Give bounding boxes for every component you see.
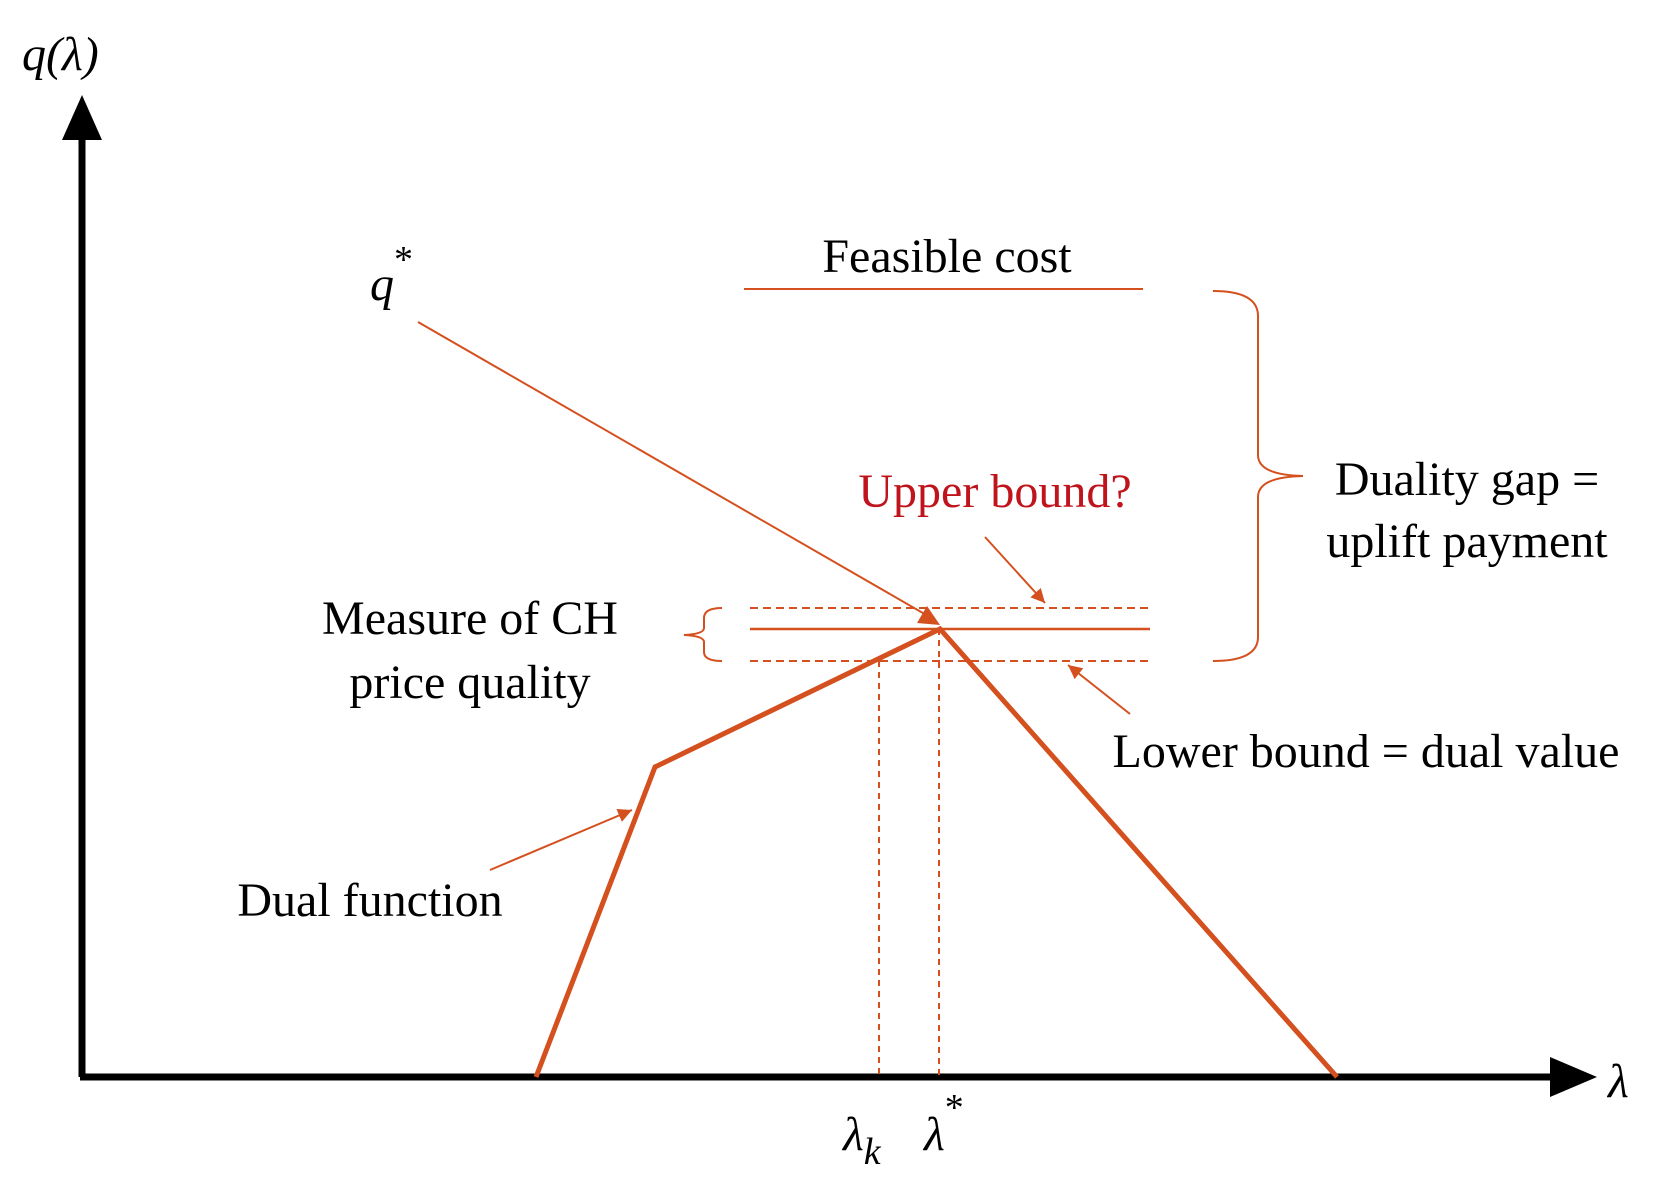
feasible-cost-label: Feasible cost (822, 230, 1072, 283)
upper-bound-arrow (984, 536, 1046, 604)
lower-bound-arrow (1067, 664, 1131, 715)
lambda-star-label: λ* (922, 1087, 964, 1161)
dual-function-label: Dual function (237, 874, 502, 927)
q-star-label: q* (370, 239, 413, 311)
duality-gap-label-line1: Duality gap = (1335, 453, 1599, 506)
q-star-arrowhead (917, 606, 940, 625)
dual-function-curve (533, 625, 1339, 1079)
y-axis-label: q(λ) (22, 28, 99, 81)
measure-label-line2: price quality (349, 656, 590, 709)
lambda-k-label: λk (841, 1108, 882, 1173)
duality-gap-label-line2: uplift payment (1326, 515, 1608, 568)
lower-bound-label: Lower bound = dual value (1113, 725, 1620, 778)
dual-function-arrow (489, 809, 633, 871)
upper-bound-label: Upper bound? (858, 465, 1131, 518)
measure-label-line1: Measure of CH (322, 592, 618, 645)
measure-brace (683, 607, 723, 662)
x-axis-label: λ (1606, 1055, 1629, 1108)
duality-gap-brace (1212, 290, 1304, 662)
x-axis-arrowhead (1550, 1057, 1597, 1097)
y-axis-arrowhead (62, 95, 102, 140)
q-star-line (417, 321, 936, 621)
